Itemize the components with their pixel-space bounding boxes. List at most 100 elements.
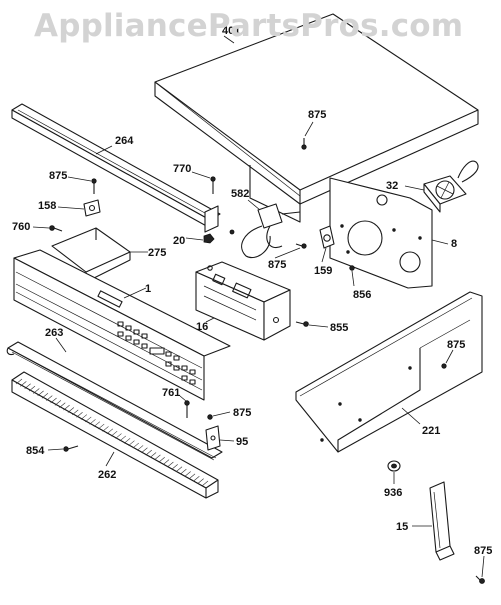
grommet-936[interactable] [387,460,401,472]
screw-875-upper-left[interactable] [91,178,97,194]
label-875-upper-left: 875 [49,170,67,182]
vent-slot [154,454,161,461]
label-875-lower: 875 [233,407,251,419]
leader-875-lower [212,411,231,417]
label-582: 582 [231,188,249,200]
leader-263 [55,337,67,353]
leader-264 [95,145,113,155]
vent-slot [59,402,66,408]
side-panel-221[interactable] [295,291,483,453]
label-1: 1 [145,283,151,295]
screw-770[interactable] [210,176,216,194]
vent-grille-262[interactable] [11,371,219,499]
vent-slot [28,385,36,392]
vent-slot [37,390,44,397]
label-20: 20 [173,235,185,247]
vent-slot [20,381,27,387]
screw-855[interactable] [295,321,309,327]
label-15: 15 [396,521,408,533]
leader-32 [404,185,425,191]
vent-slot [106,428,114,435]
keypad-grid [117,321,196,385]
leader-761 [179,395,187,402]
leader-401 [223,35,235,44]
leader-8 [431,239,449,245]
vent-slot [149,452,157,458]
vent-slot [63,404,70,411]
top-cover-401[interactable] [154,13,479,205]
vent-slot [110,430,118,437]
label-761: 761 [162,387,180,399]
vent-slot [145,449,152,456]
vent-slot [15,378,23,385]
vent-slot [24,383,31,389]
label-875-bottom: 875 [474,545,492,557]
screw-856[interactable] [349,265,355,271]
bracket-159[interactable] [319,225,335,249]
label-159: 159 [314,265,332,277]
screw-875-mid[interactable] [295,243,307,249]
label-856: 856 [353,289,371,301]
bracket-15[interactable] [429,481,455,561]
vent-slot [89,419,96,425]
screw-760[interactable] [49,225,63,232]
leader-875-right [445,349,454,364]
vent-slot [80,414,88,420]
vent-slot [33,388,40,394]
vent-slot [171,464,178,470]
vent-slot [54,400,62,406]
switch-582[interactable] [241,203,301,258]
vent-slot [193,476,200,482]
vent-slot [85,416,92,423]
bracket-95[interactable] [205,425,221,451]
screw-875-lower[interactable] [207,414,213,420]
label-875-top: 875 [308,109,326,121]
vent-slot [41,393,49,399]
leader-854 [47,448,64,451]
vent-slot [175,466,183,472]
label-8: 8 [451,238,457,250]
side-frame-8[interactable] [329,177,433,289]
vent-slot [180,468,187,475]
label-95: 95 [236,436,248,448]
leader-875-upper-left [67,176,92,182]
label-875-right: 875 [447,339,465,351]
vent-slot [67,407,75,413]
label-875-mid: 875 [268,259,286,271]
vent-slot [93,421,101,427]
leader-875-bottom [481,555,485,578]
leader-262 [105,451,115,467]
leader-760 [32,226,50,229]
screw-small[interactable] [229,229,235,235]
screw-875-right[interactable] [441,363,447,369]
vent-slot [46,395,53,401]
leader-221 [401,407,421,425]
screw-761[interactable] [184,400,190,418]
vent-slot [158,457,165,463]
vent-slot [136,445,144,451]
label-401: 401 [222,25,240,37]
bracket-158[interactable] [83,199,101,217]
nut-20[interactable] [203,233,215,244]
trim-263[interactable] [6,341,223,461]
vent-slot [188,473,196,480]
vent-slot [102,426,109,432]
watermark: AppliancePartsPros.com [34,8,464,44]
vent-slot [72,409,79,416]
vent-slot [167,461,174,468]
screw-875-bottom[interactable] [475,575,485,584]
label-936: 936 [384,487,402,499]
vent-hatching [15,378,209,487]
control-board-16[interactable] [195,261,291,341]
screw-875-top[interactable] [301,138,307,150]
part-labels: 401 264 875 770 875 32 158 582 760 20 8 … [12,25,492,557]
rail-264[interactable] [11,103,221,233]
vent-slot [162,459,170,465]
cooling-fan-32[interactable] [423,160,479,213]
label-854: 854 [26,445,45,457]
vent-slot [76,411,83,418]
screw-854[interactable] [63,445,79,452]
label-770: 770 [173,163,191,175]
label-32: 32 [386,180,398,192]
